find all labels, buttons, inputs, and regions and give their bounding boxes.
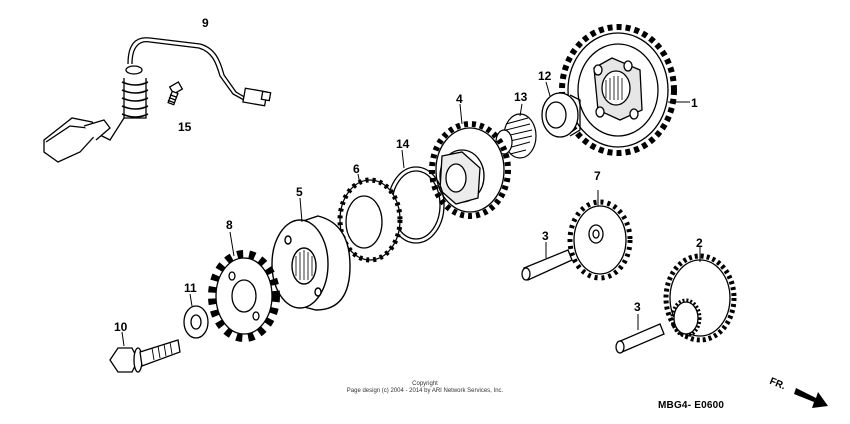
callout-11: 11: [184, 281, 197, 295]
callout-3-upper: 3: [542, 229, 549, 243]
callout-6: 6: [353, 162, 360, 176]
callout-15: 15: [178, 120, 192, 134]
callout-4: 4: [456, 92, 463, 106]
diagram-code: MBG4- E0600: [658, 400, 725, 411]
front-direction-indicator: FR.: [768, 372, 832, 412]
front-arrow-icon: [794, 388, 828, 408]
part-3-shaft-upper[interactable]: [521, 249, 573, 281]
callout-2: 2: [696, 236, 703, 250]
part-7-reduction-gear[interactable]: [567, 199, 633, 281]
part-4-starter-idle-gear[interactable]: [429, 121, 511, 219]
callout-12: 12: [538, 69, 552, 83]
callout-7: 7: [594, 169, 601, 183]
part-6-one-way-clutch[interactable]: [337, 177, 403, 263]
part-12-washer[interactable]: [541, 92, 581, 138]
copyright-line-1: Copyright: [412, 381, 438, 387]
part-9-sensor-harness[interactable]: [43, 37, 272, 163]
callout-3-lower: 3: [634, 300, 641, 314]
part-15-bolt[interactable]: [167, 81, 184, 106]
part-2-starter-reduction-gear[interactable]: [663, 253, 737, 343]
copyright-notice: Copyright Page design (c) 2004 - 2014 by…: [330, 381, 520, 395]
callout-14: 14: [396, 137, 410, 151]
part-1-starter-driven-gear[interactable]: [559, 24, 677, 156]
part-10-flange-bolt[interactable]: [109, 339, 181, 373]
copyright-line-2: Page design (c) 2004 - 2014 by ARI Netwo…: [346, 388, 504, 394]
callout-13: 13: [514, 90, 528, 104]
part-5-starter-clutch-outer[interactable]: [271, 215, 351, 311]
part-8-starter-clutch-gear[interactable]: [208, 250, 280, 342]
part-11-washer[interactable]: [183, 305, 209, 339]
callout-5: 5: [296, 185, 303, 199]
callout-10: 10: [114, 320, 128, 334]
part-3-shaft-lower[interactable]: [615, 323, 665, 354]
callout-1: 1: [691, 96, 698, 110]
callout-8: 8: [226, 218, 233, 232]
part-13-needle-bearing[interactable]: [495, 113, 537, 159]
callout-9: 9: [202, 16, 209, 30]
